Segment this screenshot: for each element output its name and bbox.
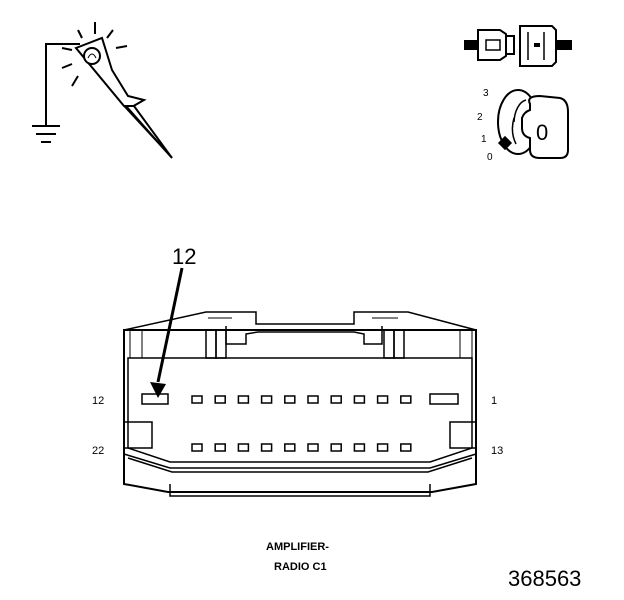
pin-cavity xyxy=(237,395,250,404)
pin-row-bottom xyxy=(191,443,412,452)
pin-cavity xyxy=(284,443,296,452)
pin-row-top xyxy=(141,393,412,405)
connector-caption-line2: RADIO C1 xyxy=(274,561,327,573)
test-light-probe-icon xyxy=(32,22,173,159)
pin-cavity xyxy=(260,395,273,404)
pin-cavity xyxy=(376,443,389,452)
pin-cavity xyxy=(191,395,203,404)
ignition-position-3: 3 xyxy=(483,88,489,99)
pin-cavity xyxy=(237,443,250,452)
ignition-position-0: 0 xyxy=(487,152,493,163)
pin-cavity xyxy=(376,395,389,404)
pin-cavity xyxy=(141,393,169,405)
pin-cavity xyxy=(400,443,412,452)
connector-caption-line1: AMPLIFIER- xyxy=(266,541,329,553)
pin-cavity xyxy=(330,395,342,404)
ignition-switch-icon xyxy=(497,89,569,159)
pin-cavity xyxy=(307,395,319,404)
callout-arrow xyxy=(150,267,184,398)
pin-cavity xyxy=(330,443,342,452)
pin-label-bottom-left: 22 xyxy=(92,445,104,457)
pin-cavity xyxy=(284,395,296,404)
pin-label-top-right: 1 xyxy=(491,395,497,407)
pin-cavity xyxy=(214,395,226,404)
pin-cavity xyxy=(191,443,203,452)
ignition-position-1: 1 xyxy=(481,134,487,145)
pin-label-top-left: 12 xyxy=(92,395,104,407)
ignition-position-2: 2 xyxy=(477,112,483,123)
pin-cavity xyxy=(214,443,226,452)
pin-cavity xyxy=(353,443,366,452)
connector-disconnect-icon xyxy=(464,25,572,67)
pin-cavity xyxy=(260,443,273,452)
connector-face xyxy=(123,311,477,497)
figure-number: 368563 xyxy=(508,566,581,591)
pin-cavity xyxy=(353,395,366,404)
pin-cavity xyxy=(400,395,412,404)
ignition-key-label: 0 xyxy=(536,120,548,145)
pin-label-bottom-right: 13 xyxy=(491,445,503,457)
pin-cavity xyxy=(307,443,319,452)
callout-pin-number: 12 xyxy=(172,244,196,269)
